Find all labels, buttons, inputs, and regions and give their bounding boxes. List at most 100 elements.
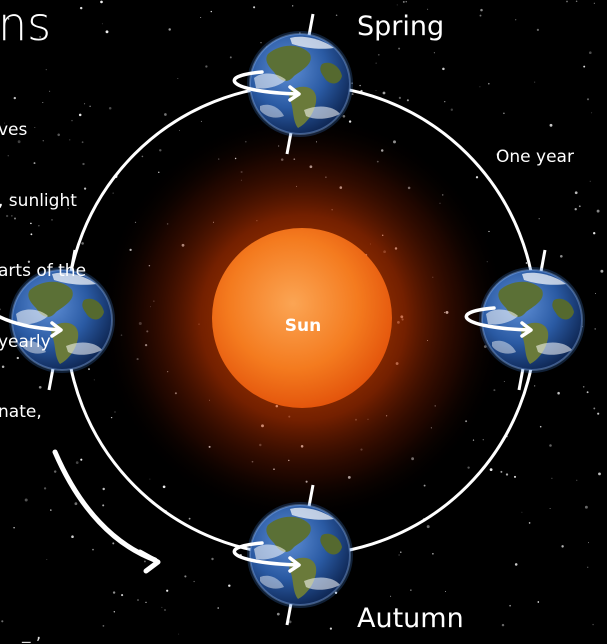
star (351, 93, 354, 96)
star (7, 18, 10, 20)
star (168, 28, 171, 31)
star (433, 52, 435, 54)
autumn-label: Autumn (357, 603, 464, 634)
star (113, 611, 115, 613)
star (1, 365, 5, 368)
star (589, 180, 591, 182)
star (576, 479, 578, 481)
star (164, 609, 166, 611)
star (578, 205, 581, 208)
star (549, 508, 551, 509)
star (475, 176, 479, 179)
bottom-partial-text: _ , (22, 624, 42, 644)
star (105, 30, 109, 34)
star (444, 591, 446, 593)
star (591, 112, 593, 114)
star (359, 84, 361, 87)
star (329, 627, 332, 630)
intro-line: ves (0, 120, 28, 140)
star (74, 502, 78, 506)
star (71, 196, 74, 199)
star (143, 560, 146, 563)
star (33, 162, 36, 165)
star (582, 386, 585, 388)
page-title: ns (0, 0, 52, 51)
star (536, 28, 540, 32)
star (534, 81, 536, 83)
intro-line: arts of the (0, 261, 87, 281)
star (509, 604, 511, 607)
star (598, 472, 601, 476)
star (528, 522, 531, 524)
star (377, 53, 380, 56)
star (80, 458, 83, 461)
star (521, 511, 523, 513)
star (164, 113, 167, 116)
star (480, 8, 483, 12)
star (587, 566, 589, 568)
star (217, 607, 220, 609)
star (78, 113, 82, 117)
star (81, 141, 84, 144)
star (161, 606, 163, 608)
star (276, 612, 280, 616)
star (600, 269, 604, 273)
star (382, 91, 386, 95)
star (444, 101, 446, 103)
star (534, 385, 536, 387)
star (79, 6, 83, 10)
star (39, 36, 41, 38)
star (166, 589, 169, 592)
star (375, 62, 377, 64)
star (102, 487, 105, 491)
star (13, 96, 16, 100)
earth-autumn (232, 484, 354, 626)
star (551, 477, 553, 479)
star (515, 19, 517, 21)
star (398, 47, 401, 50)
star (13, 217, 17, 220)
earth-spring (232, 13, 354, 155)
star (588, 51, 592, 55)
star (559, 254, 563, 258)
sun-label: Sun (284, 316, 322, 336)
star (13, 527, 15, 529)
star (53, 470, 57, 473)
star (92, 548, 94, 551)
star (102, 504, 105, 507)
star (427, 8, 429, 10)
star (400, 551, 402, 553)
star (16, 356, 19, 360)
star (30, 233, 33, 236)
star (5, 214, 9, 218)
orbit-direction-arrowhead (137, 549, 161, 574)
star (574, 208, 577, 211)
star (539, 425, 542, 428)
star (503, 112, 505, 115)
earth-left (0, 249, 116, 391)
star (584, 505, 588, 509)
intro-line: nate, (0, 402, 42, 422)
star (514, 563, 518, 566)
star (390, 595, 392, 597)
star (0, 308, 1, 311)
star (432, 553, 434, 555)
star (405, 1, 407, 3)
star (410, 589, 412, 591)
star (292, 5, 294, 7)
star (200, 120, 202, 122)
star (342, 114, 346, 118)
star (102, 625, 105, 627)
star (71, 535, 74, 538)
star (42, 102, 44, 103)
star (3, 122, 5, 124)
star (229, 56, 232, 59)
star (108, 107, 112, 110)
intro-line: yearly (0, 331, 51, 352)
star (472, 439, 475, 441)
star (426, 525, 430, 529)
star (593, 407, 596, 410)
star (141, 155, 144, 158)
star (50, 509, 52, 511)
